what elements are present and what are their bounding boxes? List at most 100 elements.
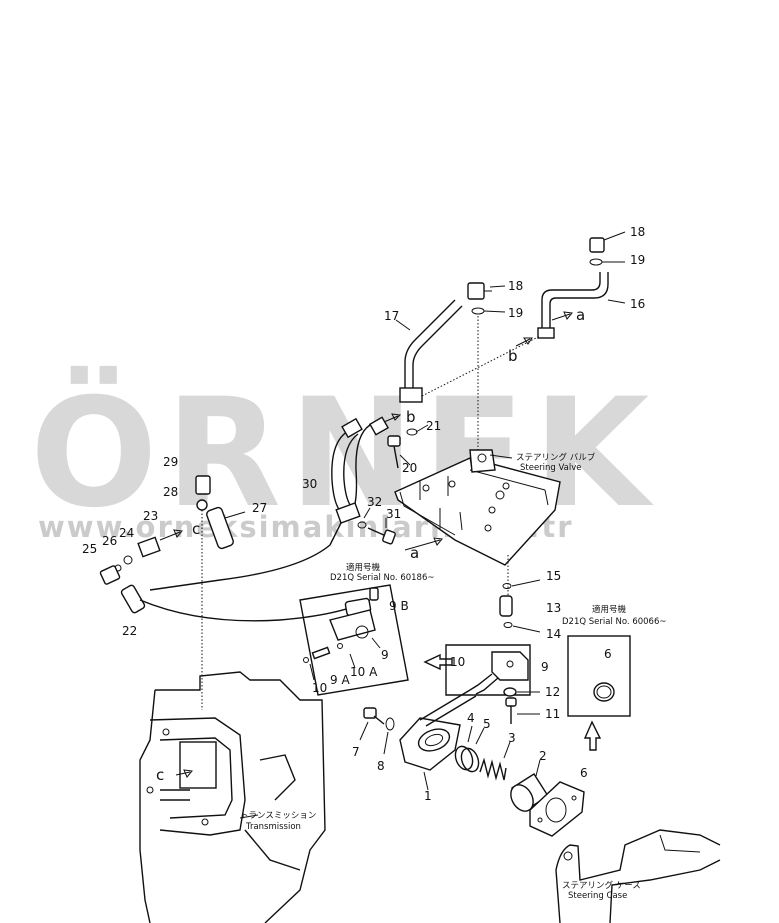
pipe-17 — [395, 299, 463, 403]
transmission: トランスミッション Transmission — [139, 671, 326, 923]
hose-upper — [149, 413, 402, 591]
callout-13: 13 — [546, 601, 561, 615]
callout-12: 12 — [545, 685, 560, 699]
housing-1 — [399, 689, 477, 791]
fitting-18-center — [467, 282, 506, 300]
oring-4-5 — [454, 725, 485, 773]
callout-9-inset: 9 — [381, 648, 389, 662]
callout-19-center: 19 — [508, 306, 523, 320]
callout-11: 11 — [545, 707, 560, 721]
fitting-29 — [195, 475, 211, 495]
arrow-to-left-inset — [423, 653, 453, 671]
oring-15 — [502, 579, 541, 589]
callout-9B: 9 B — [389, 599, 409, 613]
letter-b-hose: b — [406, 408, 416, 426]
leader-b — [421, 311, 573, 397]
svg-text:ステアリング バルブ: ステアリング バルブ — [516, 452, 596, 463]
bolt-31 — [367, 518, 396, 545]
callout-24: 24 — [119, 526, 134, 540]
letter-a-lower: a — [410, 544, 419, 562]
svg-text:ステアリング ケース: ステアリング ケース — [562, 880, 641, 891]
bolt-11 — [505, 697, 540, 724]
oring-19-upper — [589, 258, 625, 266]
valve-block-9 — [445, 644, 531, 696]
callout-4: 4 — [467, 711, 475, 725]
letter-b-upper: b — [508, 347, 518, 365]
svg-text:Transmission: Transmission — [245, 822, 301, 832]
callout-17: 17 — [384, 309, 399, 323]
svg-text:適用号機: 適用号機 — [592, 604, 627, 615]
washer-21 — [406, 424, 429, 436]
callout-10A: 10 A — [350, 665, 378, 679]
callout-14: 14 — [546, 627, 561, 641]
part-32 — [357, 507, 371, 529]
svg-text:トランスミッション: トランスミッション — [240, 811, 316, 821]
callout-19-upper: 19 — [630, 253, 645, 267]
svg-text:D21Q Serial No. 60066~: D21Q Serial No. 60066~ — [562, 617, 666, 627]
part-12 — [503, 687, 540, 697]
callout-26: 26 — [102, 534, 117, 548]
connection-letters: a b b a c c — [156, 306, 585, 784]
callout-3: 3 — [508, 731, 516, 745]
callout-27: 27 — [252, 501, 267, 515]
callout-6-lower: 6 — [580, 766, 588, 780]
steering-case: ステアリング ケース Steering Case — [555, 829, 721, 923]
bolt-7 — [359, 707, 385, 741]
callout-23: 23 — [143, 509, 158, 523]
callout-32: 32 — [367, 495, 382, 509]
oring-24-26 — [114, 555, 133, 572]
callout-28: 28 — [163, 485, 178, 499]
callout-16: 16 — [630, 297, 645, 311]
callout-20: 20 — [402, 461, 417, 475]
callout-10-inset: 10 — [312, 681, 327, 695]
pipe-16 — [537, 272, 626, 339]
inset-right — [567, 635, 631, 717]
fitting-18-upper — [589, 231, 626, 253]
callout-2: 2 — [539, 749, 547, 763]
hose-22 — [120, 584, 371, 622]
svg-text:適用号機: 適用号機 — [346, 562, 381, 573]
fitting-28 — [196, 499, 208, 710]
callout-5: 5 — [483, 717, 491, 731]
callout-18-center: 18 — [508, 279, 523, 293]
callout-9-main: 9 — [541, 660, 549, 674]
callout-7: 7 — [352, 745, 360, 759]
svg-text:Steering Valve: Steering Valve — [520, 463, 582, 473]
steering-valve-plate — [394, 449, 561, 566]
callout-18-upper: 18 — [630, 225, 645, 239]
spring-3 — [479, 741, 511, 781]
oring-19-center — [471, 307, 506, 450]
inset-right-header: 適用号機 D21Q Serial No. 60066~ — [562, 604, 666, 627]
elbow-23 — [137, 529, 183, 558]
fitting-13 — [499, 595, 513, 617]
arrow-to-right-inset — [583, 720, 602, 751]
callout-10-main: 10 — [450, 655, 465, 669]
inset-left-header: 適用号機 D21Q Serial No. 60186~ — [330, 562, 434, 583]
callout-15: 15 — [546, 569, 561, 583]
steering-valve-label: ステアリング バルブ Steering Valve — [489, 452, 596, 473]
callout-1: 1 — [424, 789, 432, 803]
svg-text:Steering Case: Steering Case — [568, 891, 627, 901]
bolt-20 — [387, 435, 411, 469]
gasket-6-lower — [529, 781, 585, 837]
callout-21: 21 — [426, 419, 441, 433]
callout-29: 29 — [163, 455, 178, 469]
oring-14 — [503, 622, 541, 633]
callout-numbers: 18 19 16 18 19 17 21 20 29 28 27 30 32 3… — [82, 225, 645, 803]
inset-left — [299, 584, 409, 696]
callout-9A: 9 A — [330, 673, 350, 687]
letter-a-upper: a — [576, 306, 585, 324]
callout-6-inset: 6 — [604, 647, 612, 661]
callout-8: 8 — [377, 759, 385, 773]
washer-8 — [383, 717, 395, 755]
letter-c-transmission: c — [156, 766, 164, 784]
hose-27 — [206, 506, 246, 550]
callout-31: 31 — [386, 507, 401, 521]
letter-c-left: c — [192, 520, 200, 538]
callout-22: 22 — [122, 624, 137, 638]
svg-text:D21Q Serial No. 60186~: D21Q Serial No. 60186~ — [330, 573, 434, 583]
leader-a-lower — [404, 537, 443, 551]
callout-25: 25 — [82, 542, 97, 556]
fitting-25 — [99, 565, 121, 585]
